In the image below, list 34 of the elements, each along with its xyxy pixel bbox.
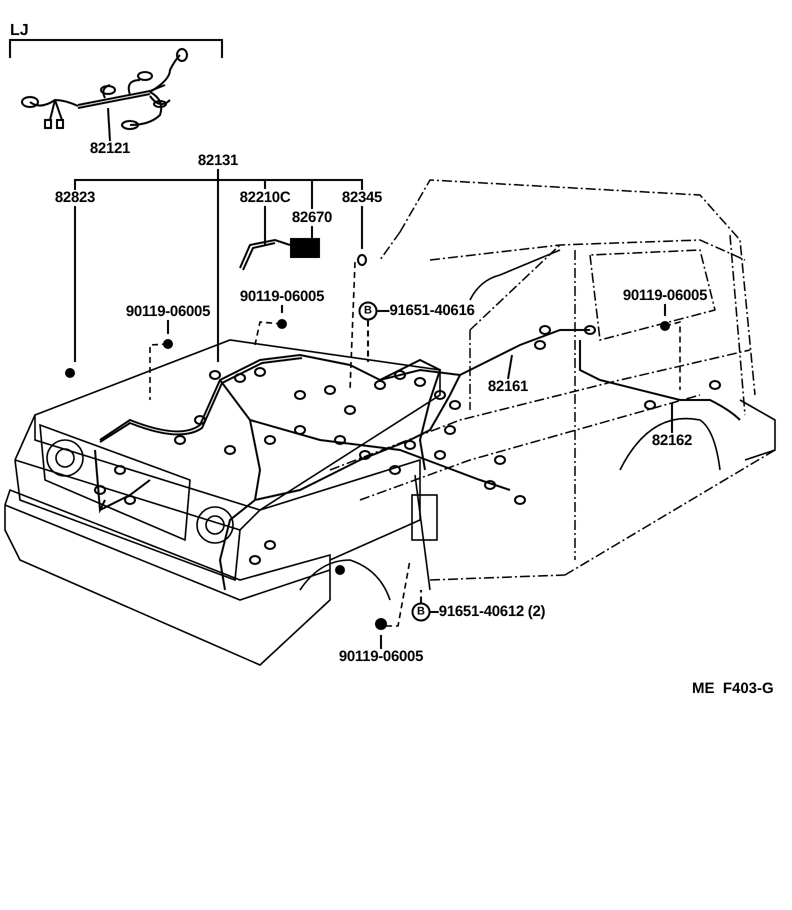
leader-line [507, 354, 513, 380]
part-number: 82823 [54, 190, 96, 206]
circled-letter: B [358, 302, 378, 320]
leader-line [311, 226, 313, 240]
leader-line [107, 108, 111, 142]
leader-line [380, 635, 382, 649]
leader-line [664, 304, 666, 316]
part-number: 90119-06005 [338, 649, 424, 665]
part-number: 90119-06005 [126, 304, 210, 320]
leader-line [361, 206, 363, 249]
part-number: 90119-06005 [240, 289, 324, 305]
model-code: LJ [10, 22, 29, 40]
figure-code: ME F403-G [692, 680, 774, 697]
leader-line [167, 320, 169, 334]
leader-line [74, 206, 76, 362]
part-number: 82670 [292, 210, 332, 226]
part-number: 82162 [652, 433, 692, 449]
leader-line [217, 169, 219, 362]
part-number: 91651-40612 (2) [438, 604, 546, 620]
leader-line [367, 320, 369, 362]
part-number: 82121 [90, 141, 130, 157]
leader-line [264, 206, 266, 246]
part-number: 82161 [488, 379, 528, 395]
part-number: 90119-06005 [622, 288, 708, 304]
part-number: 82210C [240, 190, 290, 206]
leader-line [671, 403, 673, 433]
leader-line [430, 611, 439, 613]
part-number: 82345 [342, 190, 382, 206]
part-number: 82131 [198, 153, 238, 169]
leader-line [281, 305, 283, 313]
leader-line [420, 590, 422, 602]
leader-line [378, 310, 390, 312]
circled-letter: B [412, 602, 430, 622]
part-number: 91651-40616 [389, 303, 475, 319]
